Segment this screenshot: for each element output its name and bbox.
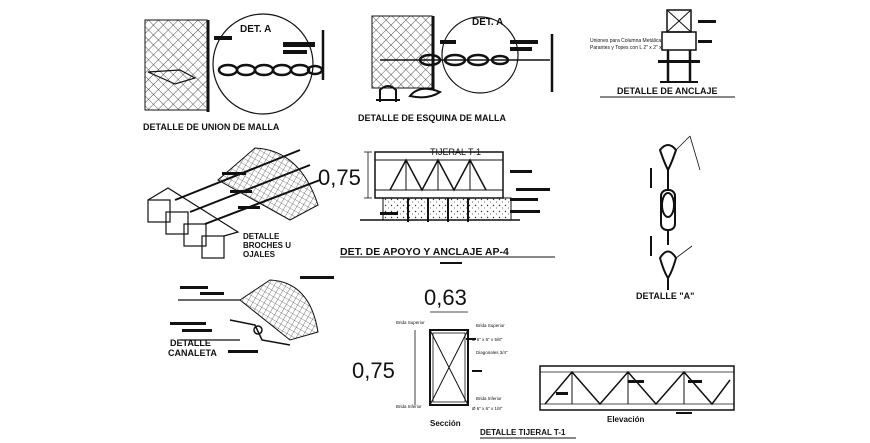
anclaje-detail: Uniones para Columna Metálica Parantes y…: [590, 9, 735, 98]
esquina-malla-detail: DET. A DETALLE DE ESQUINA DE MALLA: [358, 15, 554, 123]
brida-inf-left: Brida Inferior: [396, 404, 422, 409]
chain-links: [217, 63, 324, 77]
apoyo-detail: TIJERAL T-1 0,75 DET. DE APOYO Y ANCLAJE…: [318, 147, 555, 264]
anclaje-title: DETALLE DE ANCLAJE: [617, 86, 718, 96]
det-a-label-1: DET. A: [240, 24, 271, 35]
tijeral-t1-label: TIJERAL T-1: [430, 147, 481, 157]
seccion-dim-063: 0,63: [424, 285, 467, 310]
detalle-a-turnbuckle: DETALLE "A": [636, 135, 701, 301]
union-malla-detail: DET. A DETALLE DE UNION DE MALLA: [143, 13, 325, 132]
anclaje-note-1: Uniones para Columna Metálica: [590, 38, 661, 44]
block-row: [147, 187, 240, 259]
canaleta-title-1: DETALLE: [170, 338, 211, 348]
anclaje-note-2: Parantes y Topes con L 2" x 2" x: [590, 45, 662, 51]
apoyo-title: DET. DE APOYO Y ANCLAJE AP-4: [340, 246, 509, 258]
broches-title-2: BROCHES U: [243, 241, 291, 250]
union-malla-title: DETALLE DE UNION DE MALLA: [143, 122, 280, 132]
seccion-title: Sección: [430, 419, 461, 428]
seccion-detail: 0,63 0,75 Brida Superior Brida Inferior …: [352, 285, 508, 428]
brida-inf-spec: Ø 6" x 6" x 1/8": [472, 406, 503, 411]
tijeral-detalle-title: DETALLE TIJERAL T-1: [480, 428, 566, 437]
det-a-label-2: DET. A: [472, 17, 503, 28]
brida-sup-right: Brida Superior: [476, 323, 505, 328]
brida-sup-spec: Ø 6" x 6" x 5/8": [472, 337, 503, 342]
broches-title-3: OJALES: [243, 250, 276, 259]
canaleta-detail: DETALLE CANALETA: [168, 276, 334, 358]
broches-detail: DETALLE BROCHES U OJALES: [147, 147, 321, 259]
broches-title-1: DETALLE: [243, 232, 280, 241]
seccion-dim-075: 0,75: [352, 358, 395, 383]
apoyo-dim-075: 0,75: [318, 165, 361, 190]
canaleta-title-2: CANALETA: [168, 348, 217, 358]
elevacion-title: Elevación: [607, 415, 644, 424]
brida-sup-left: Brida Superior: [396, 320, 425, 325]
esquina-malla-title: DETALLE DE ESQUINA DE MALLA: [358, 113, 506, 123]
elevacion-detail: Elevación: [539, 365, 735, 424]
diagonales-label: Diagonales 3/4": [476, 350, 508, 355]
tijeral-title-block: DETALLE TIJERAL T-1: [480, 428, 576, 439]
brida-inf-right: Brida Inferior: [476, 396, 502, 401]
detalle-a-title: DETALLE "A": [636, 291, 694, 301]
